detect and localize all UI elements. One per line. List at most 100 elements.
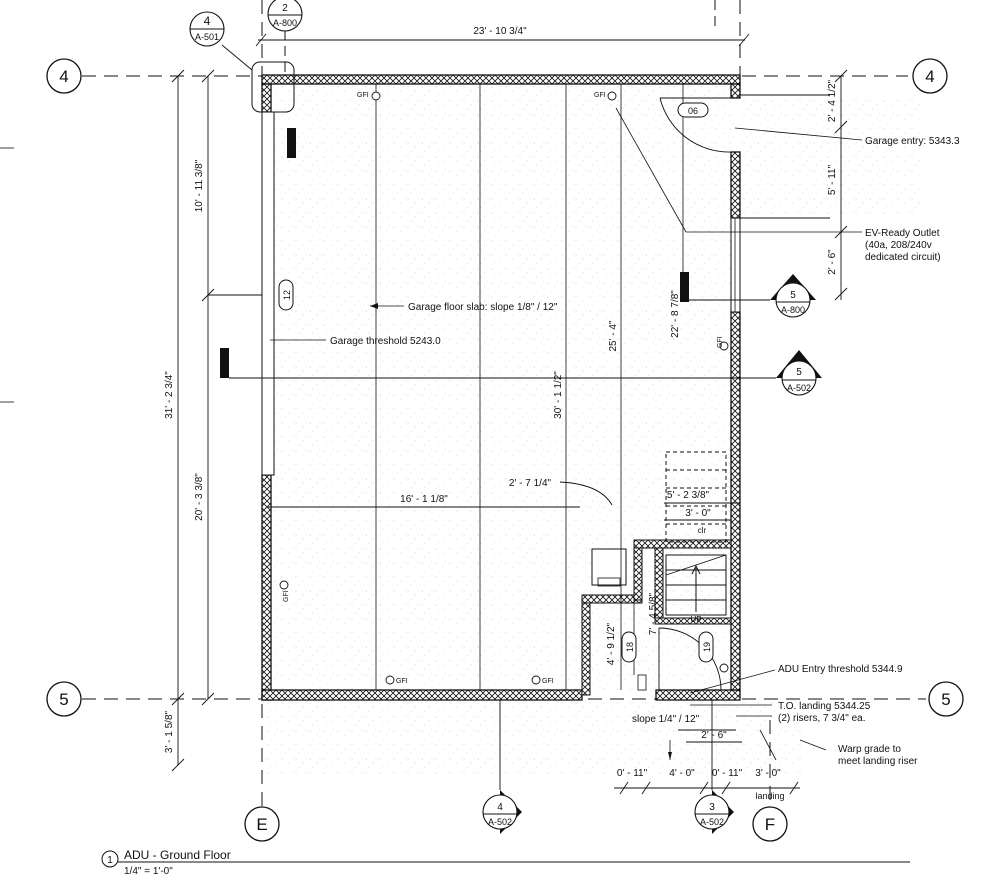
wall-interior-1 <box>581 594 591 696</box>
door-swing-06 <box>659 97 732 153</box>
exterior-paving-right <box>740 95 920 215</box>
door-tag-12-label: 12 <box>282 290 292 300</box>
note-risers: (2) risers, 7 3/4" ea. <box>778 713 865 724</box>
section-marker-sheet: A-502 <box>488 817 512 827</box>
gfi-label-6: GFI <box>542 678 554 685</box>
section-marker-2-a800[interactable] <box>267 0 303 32</box>
section-marker-sheet: A-800 <box>781 305 805 315</box>
dim-right-5-11: 5' - 11" <box>827 164 838 195</box>
door-tag-18[interactable] <box>621 631 637 663</box>
dim-bottom-0-11-b: 0' - 11" <box>712 768 743 779</box>
note-slope: slope 1/4" / 12" <box>632 714 700 725</box>
drawing-title-number: 1 <box>107 855 113 866</box>
note-adu-entry: ADU Entry threshold 5344.9 <box>778 664 903 675</box>
dim-25-4: 25' - 4" <box>608 320 619 351</box>
gridline-4: 4 4 <box>46 58 948 94</box>
note-ev-line1: EV-Ready Outlet <box>865 228 940 239</box>
grid-bubble-4-left[interactable] <box>46 58 82 94</box>
door-tag-18-label: 18 <box>625 642 635 652</box>
section-marker-4-a501[interactable] <box>189 11 295 113</box>
dim-bottom-3-0: 3' - 0" <box>755 768 781 779</box>
wall-south <box>261 689 583 701</box>
door-tag-06-label: 06 <box>688 106 698 116</box>
dim-7-4-58: 7' - 4 5/8" <box>648 592 659 635</box>
gfi-label-4: GFI <box>283 590 290 602</box>
gfi-label-1: GFI <box>357 92 369 99</box>
section-marker-5-a502[interactable] <box>776 350 822 396</box>
note-to-landing: T.O. landing 5344.25 <box>778 701 871 712</box>
grid-bubble-4-right[interactable] <box>912 58 948 94</box>
grid-bubble-5-left[interactable] <box>46 681 82 717</box>
wall-east-upper <box>730 83 741 99</box>
note-threshold: Garage threshold 5243.0 <box>330 336 441 347</box>
dim-top-width: 23' - 10 3/4" <box>473 26 527 37</box>
door-tag-19[interactable] <box>698 631 714 663</box>
section-marker-3-a502[interactable] <box>694 700 734 834</box>
door-tag-06[interactable] <box>677 102 709 118</box>
section-marker-sheet: A-502 <box>700 817 724 827</box>
section-marker-4-a502[interactable] <box>482 700 522 834</box>
note-garage-entry: Garage entry: 5343.3 <box>865 136 960 147</box>
grid-bubble-5-right[interactable] <box>928 681 964 717</box>
grid-label-e: E <box>256 815 267 834</box>
dimension-lines <box>171 33 848 795</box>
gfi-label-2: GFI <box>594 92 606 99</box>
wall-north <box>261 74 741 85</box>
dim-landing: landing <box>755 791 784 801</box>
stair <box>665 451 727 616</box>
drawing-title-name: ADU - Ground Floor <box>124 848 231 862</box>
dim-bottom-2-6: 2' - 6" <box>701 730 727 741</box>
section-marker-5-a800[interactable] <box>770 274 816 318</box>
door-tag-19-label: 19 <box>702 642 712 652</box>
grid-label-f: F <box>765 815 775 834</box>
dim-right-2-6: 2' - 6" <box>827 249 838 275</box>
section-marker-number: 2 <box>282 3 288 14</box>
grid-label-4-left: 4 <box>59 67 68 86</box>
dim-22-8-78: 22' - 8 7/8" <box>670 290 681 338</box>
dim-3-0: 3' - 0" <box>685 508 711 519</box>
section-marker-number: 3 <box>709 802 715 813</box>
grid-bubble-f[interactable] <box>752 806 788 842</box>
dim-5-2-38: 5' - 2 3/8" <box>667 490 710 501</box>
wall-west-lower <box>261 474 272 701</box>
section-marker-number: 5 <box>796 367 802 378</box>
stair-up-label: UP <box>690 615 701 624</box>
drawing-title <box>101 850 910 868</box>
dim-4-9-12: 4' - 9 1/2" <box>606 622 617 665</box>
dim-30-1-12: 30' - 1 1/2" <box>553 371 564 419</box>
garage-door-opening <box>261 111 275 476</box>
wall-interior-4 <box>633 539 732 549</box>
dim-2-7-14: 2' - 7 1/4" <box>509 478 552 489</box>
grid-bubble-e[interactable] <box>244 806 280 842</box>
grid-label-5-right: 5 <box>941 690 950 709</box>
gfi-outlets <box>279 91 729 685</box>
wall-east-mid <box>730 151 741 219</box>
section-marker-sheet: A-800 <box>273 18 297 28</box>
section-marker-sheet: A-501 <box>195 32 219 42</box>
note-warp-2: meet landing riser <box>838 756 918 767</box>
wall-interior-2 <box>581 594 643 604</box>
section-marker-number: 5 <box>790 290 796 301</box>
pipe <box>637 674 647 691</box>
dim-left-overall: 31' - 2 3/4" <box>164 371 175 419</box>
wall-interior-3 <box>633 539 643 601</box>
dim-left-upper: 10' - 11 3/8" <box>194 159 205 212</box>
section-marker-sheet: A-502 <box>787 383 811 393</box>
note-warp-1: Warp grade to <box>838 744 901 755</box>
dim-right-2-4-12: 2' - 4 1/2" <box>827 79 838 122</box>
grid-label-5-left: 5 <box>59 690 68 709</box>
gfi-label-5: GFI <box>396 678 408 685</box>
note-slab: Garage floor slab: slope 1/8" / 12" <box>408 302 558 313</box>
wall-west-upper <box>261 83 272 113</box>
door-tag-12[interactable] <box>278 279 294 311</box>
grid-label-4-right: 4 <box>925 67 934 86</box>
gfi-label-3: GFI <box>717 336 724 348</box>
wall-east-lower <box>730 311 741 691</box>
section-marker-number: 4 <box>204 14 211 28</box>
dim-interior-width: 16' - 1 1/8" <box>400 494 448 505</box>
marker-2 <box>220 348 229 378</box>
dim-bottom-4-0: 4' - 0" <box>669 768 695 779</box>
wall-south-entry <box>655 689 741 701</box>
dim-left-lower: 20' - 3 3/8" <box>194 473 205 521</box>
